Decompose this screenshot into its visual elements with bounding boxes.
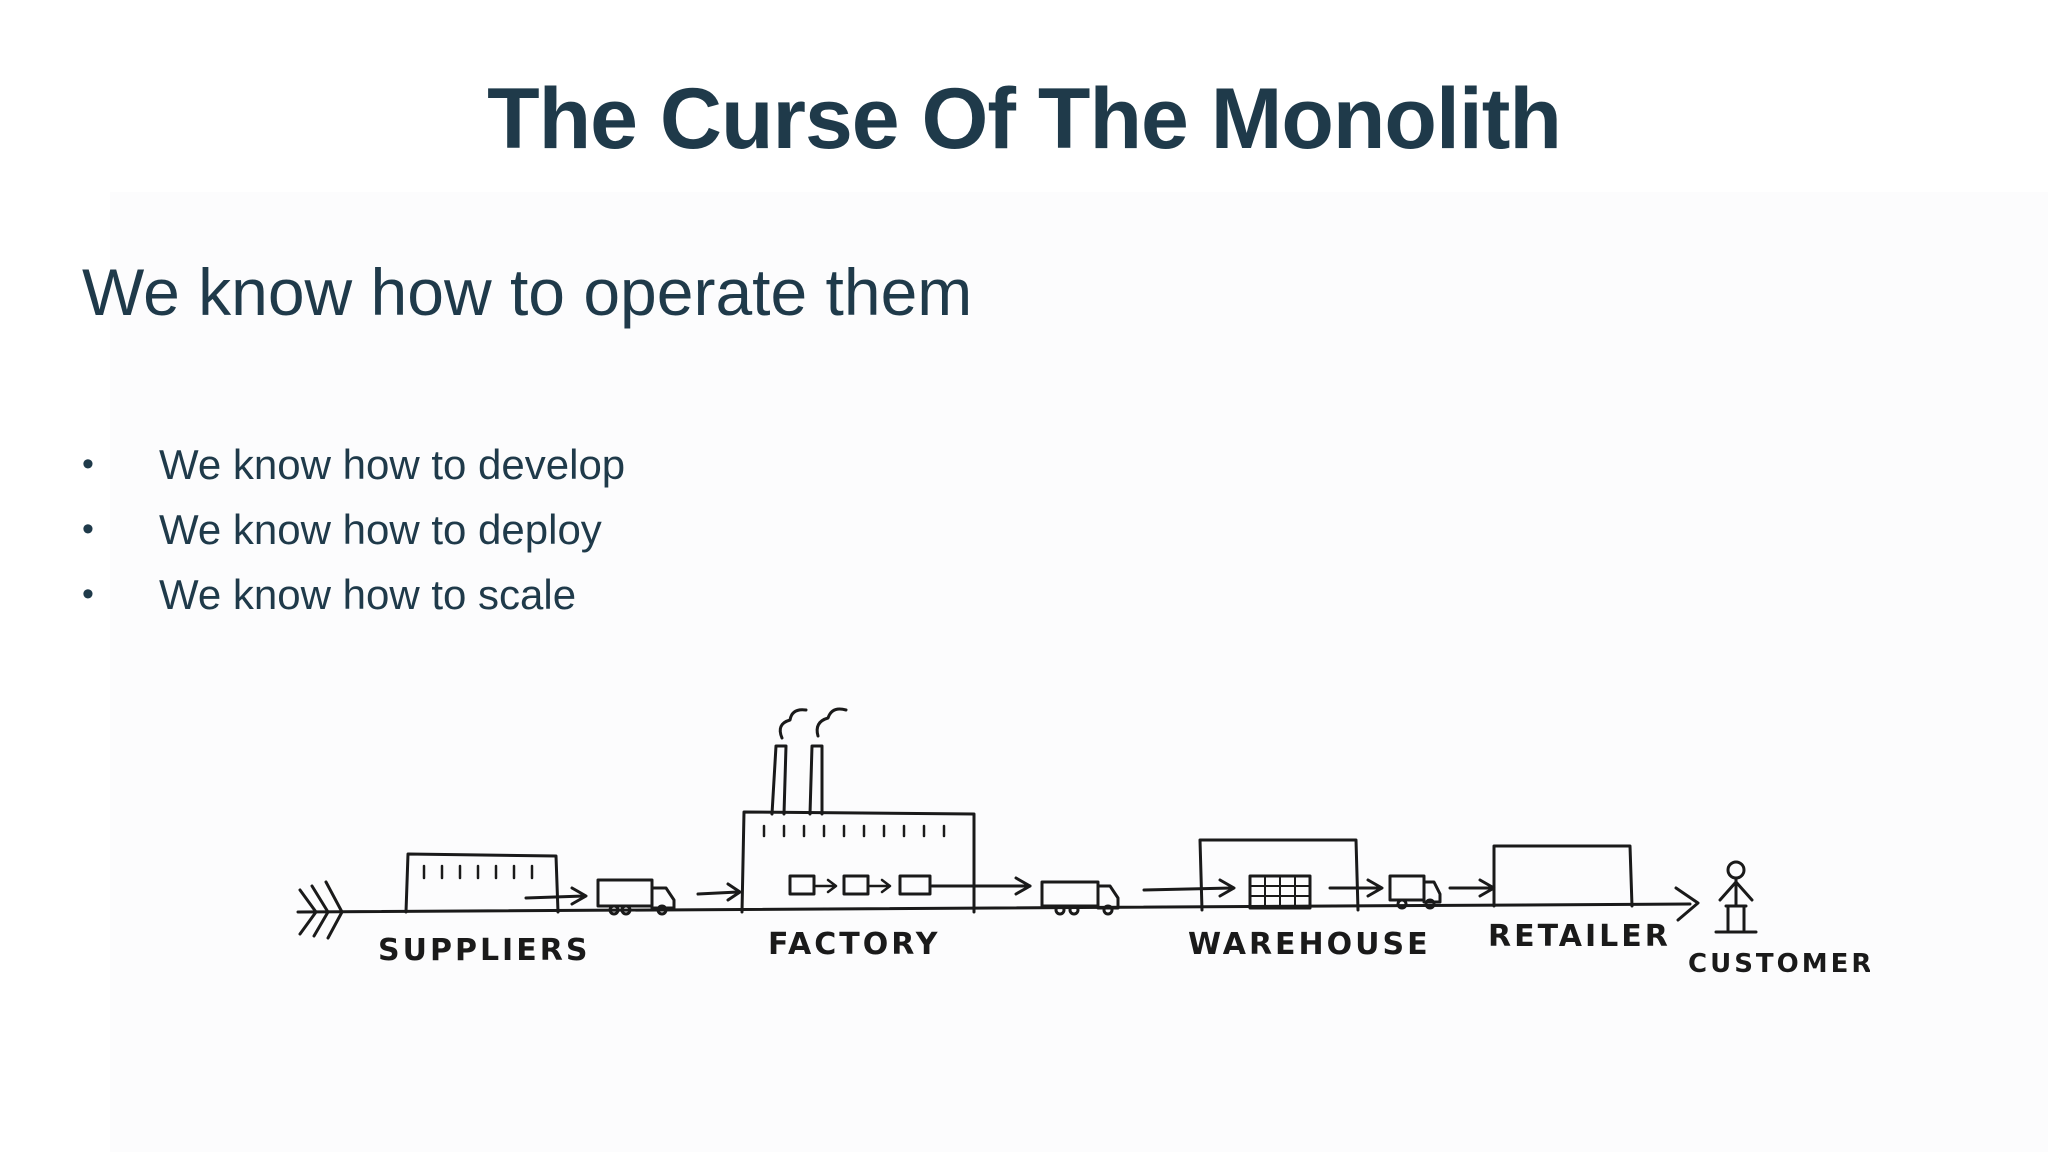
bullet-text: We know how to scale — [159, 571, 577, 618]
label-warehouse: WAREHOUSE — [1188, 927, 1431, 962]
truck-icon — [596, 878, 676, 916]
flow-line — [296, 902, 1692, 914]
fletching-icon — [298, 880, 344, 940]
bullet-list: • We know how to develop • We know how t… — [82, 432, 625, 627]
label-suppliers: SUPPLIERS — [378, 933, 590, 968]
customer-person-icon — [1714, 860, 1758, 934]
slide-content-area — [110, 192, 2048, 1152]
truck-icon — [1388, 874, 1442, 910]
bullet-text: We know how to deploy — [159, 506, 602, 553]
truck-icon — [1040, 880, 1120, 916]
flow-end-arrow-icon — [1674, 886, 1700, 922]
retailer-building-icon — [1492, 844, 1634, 908]
factory-building-icon — [740, 707, 1032, 914]
bullet-item-deploy: • We know how to deploy — [82, 497, 625, 562]
bullet-icon: • — [82, 575, 94, 613]
bullet-icon: • — [82, 445, 94, 483]
warehouse-building-icon — [1198, 838, 1384, 912]
bullet-icon: • — [82, 510, 94, 548]
label-retailer: RETAILER — [1488, 919, 1671, 954]
supply-chain-sketch: SUPPLIERS FACTORY WAREHOUSE RETAILER CUS… — [270, 690, 1871, 990]
label-factory: FACTORY — [768, 927, 940, 962]
slide-title: The Curse Of The Monolith — [487, 71, 1562, 167]
label-customer: CUSTOMER — [1688, 949, 1870, 979]
bullet-item-develop: • We know how to develop — [82, 432, 625, 497]
bullet-text: We know how to develop — [159, 441, 626, 488]
bullet-item-scale: • We know how to scale — [82, 562, 625, 627]
slide-subtitle: We know how to operate them — [82, 255, 973, 329]
suppliers-building-icon — [404, 852, 588, 914]
